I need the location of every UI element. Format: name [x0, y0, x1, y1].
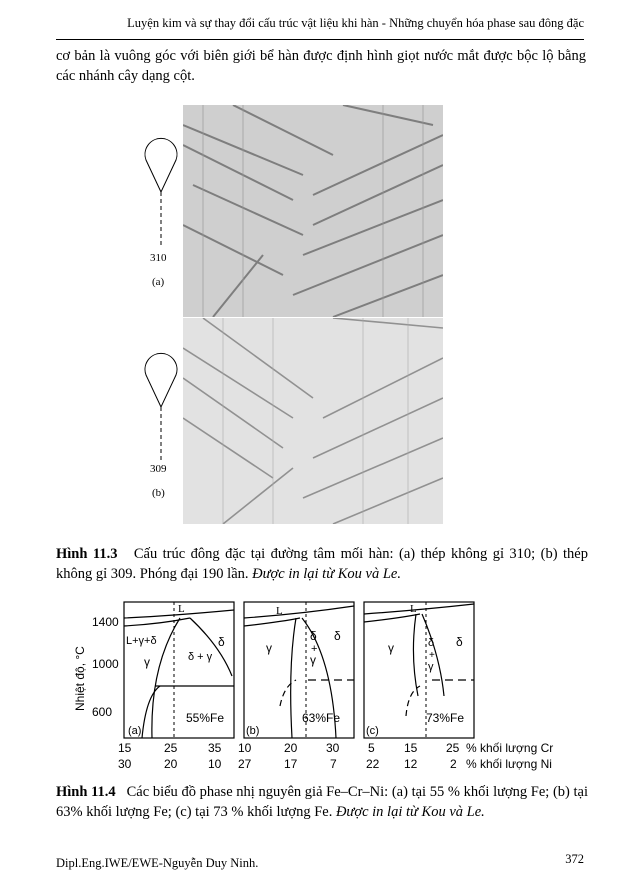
- ytick-1000: 1000: [92, 657, 119, 671]
- micrograph-309: [183, 318, 443, 524]
- phase-b-1: γ: [266, 641, 272, 655]
- intro-paragraph: cơ bản là vuông góc với biên giới bể hàn…: [56, 48, 586, 84]
- phase-b-2: δ: [334, 629, 341, 643]
- svg-text:20: 20: [284, 741, 298, 755]
- phase-a-1: L+γ+δ: [126, 635, 157, 647]
- svg-text:22: 22: [366, 757, 380, 771]
- cr-ticks: 15 25 35 10 20 30 5 15 25: [118, 741, 460, 755]
- phase-a-3: γ: [144, 655, 150, 669]
- micrograph-310: [183, 105, 443, 317]
- figure-11-4-caption: Hình 11.4 Các biểu đồ phase nhị nguyên g…: [56, 782, 588, 822]
- svg-text:25: 25: [446, 741, 460, 755]
- ytick-600: 600: [92, 705, 112, 719]
- phase-a-L: L: [178, 603, 185, 615]
- letter-a: (a): [128, 725, 141, 737]
- phase-c-3: δ: [428, 637, 434, 649]
- panel-b-number: 309: [150, 463, 167, 475]
- comp-c: 73%Fe: [426, 711, 464, 725]
- svg-text:12: 12: [404, 757, 418, 771]
- cr-axis-label: % khối lượng Cr: [466, 741, 553, 755]
- figure-11-3-text: Cấu trúc đông đặc tại đường tâm mối hàn:…: [56, 546, 588, 582]
- svg-text:10: 10: [208, 757, 222, 771]
- phase-panel-b: L γ δ δ + γ 63%Fe (b): [243, 601, 355, 739]
- phase-b-L: L: [276, 605, 283, 617]
- svg-text:30: 30: [118, 757, 132, 771]
- letter-c: (c): [366, 725, 379, 737]
- phase-b-4: +: [311, 643, 317, 655]
- svg-text:5: 5: [368, 741, 375, 755]
- phase-c-4: +: [429, 650, 435, 661]
- svg-text:35: 35: [208, 741, 222, 755]
- phase-c-2: δ: [456, 635, 463, 649]
- ni-ticks: 30 20 10 27 17 7 22 12 2: [118, 757, 457, 771]
- letter-b: (b): [246, 725, 259, 737]
- phase-c-1: γ: [388, 641, 394, 655]
- figure-11-4-text: Các biểu đồ phase nhị nguyên giả Fe–Cr–N…: [56, 784, 589, 820]
- figure-11-4-label: Hình 11.4: [56, 784, 116, 800]
- svg-text:10: 10: [238, 741, 252, 755]
- svg-text:27: 27: [238, 757, 252, 771]
- ytick-1400: 1400: [92, 615, 119, 629]
- panel-a-number: 310: [150, 252, 167, 264]
- phase-panel-a: L L+γ+δ δ γ δ + γ 55%Fe (a): [123, 601, 235, 739]
- y-axis-label: Nhiệt độ, °C: [73, 646, 87, 711]
- svg-text:7: 7: [330, 757, 337, 771]
- phase-panel-c: L γ δ δ + γ 73%Fe (c): [363, 601, 475, 739]
- comp-a: 55%Fe: [186, 711, 224, 725]
- phase-c-5: γ: [428, 661, 434, 673]
- figure-11-4-credit: Được in lại từ Kou và Le.: [335, 804, 485, 820]
- svg-text:15: 15: [118, 741, 132, 755]
- phase-a-4: δ + γ: [188, 651, 213, 663]
- running-header: Luyện kim và sự thay đổi cấu trúc vật li…: [56, 16, 584, 40]
- svg-text:20: 20: [164, 757, 178, 771]
- figure-11-3-credit: Được in lại từ Kou và Le.: [252, 566, 401, 582]
- weld-pool-sketch-b: [138, 345, 184, 505]
- svg-text:25: 25: [164, 741, 178, 755]
- svg-text:30: 30: [326, 741, 340, 755]
- phase-b-3: δ: [310, 629, 317, 643]
- svg-text:15: 15: [404, 741, 418, 755]
- phase-c-L: L: [410, 603, 417, 615]
- svg-text:2: 2: [450, 757, 457, 771]
- footer-author: Dipl.Eng.IWE/EWE-Nguyễn Duy Ninh.: [56, 856, 259, 870]
- figure-11-3-label: Hình 11.3: [56, 546, 118, 562]
- weld-pool-sketch-a: [138, 130, 184, 290]
- phase-a-2: δ: [218, 635, 225, 649]
- phase-b-5: γ: [310, 653, 316, 667]
- page-number: 372: [565, 852, 584, 866]
- panel-a-letter: (a): [152, 276, 165, 288]
- comp-b: 63%Fe: [302, 711, 340, 725]
- panel-b-letter: (b): [152, 487, 165, 499]
- ni-axis-label: % khối lượng Ni: [466, 757, 552, 771]
- phase-diagrams-figure: Nhiệt độ, °C 1400 1000 600 L L+γ+δ δ γ δ…: [73, 601, 553, 771]
- svg-text:17: 17: [284, 757, 298, 771]
- figure-11-3-caption: Hình 11.3 Cấu trúc đông đặc tại đường tâ…: [56, 544, 588, 584]
